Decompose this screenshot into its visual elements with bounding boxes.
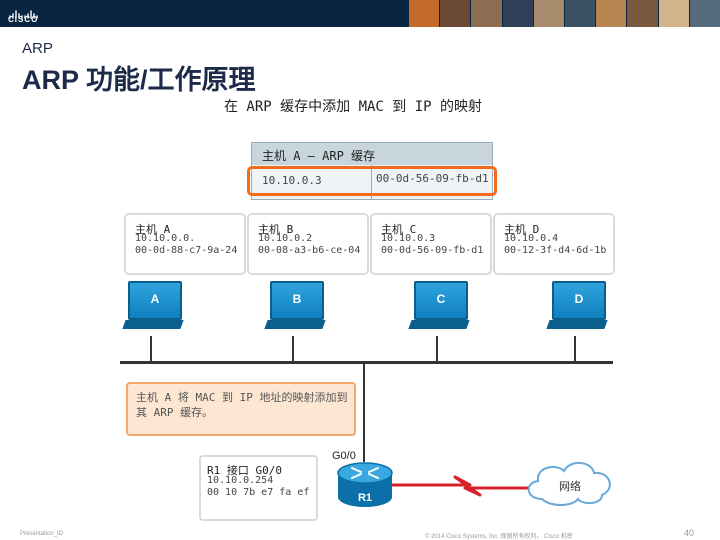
host-mac: 00-0d-88-c7-9a-24 <box>135 245 238 256</box>
wan-link <box>392 475 535 497</box>
host-box-b: 主机 B 10.10.0.2 00-08-a3-b6-ce-04 <box>247 213 369 275</box>
page-title: ARP 功能/工作原理 <box>22 65 256 95</box>
header-photo-strip <box>408 0 720 27</box>
header-photo-tile <box>439 0 471 27</box>
pc-a-link <box>150 336 152 362</box>
network-label: 网络 <box>559 479 581 493</box>
pc-label: A <box>150 292 160 306</box>
arp-cache-title: 主机 A — ARP 缓存 <box>262 149 376 163</box>
header-photo-tile <box>501 0 533 27</box>
arp-cache-mac: 00-0d-56-09-fb-d1 <box>376 172 489 185</box>
header-photo-tile <box>408 0 440 27</box>
header-photo-tile <box>688 0 720 27</box>
header-photo-tile <box>532 0 565 27</box>
arp-cache-header: 主机 A — ARP 缓存 <box>252 143 492 165</box>
pc-c-icon: C <box>408 281 470 339</box>
host-label: 主机 D <box>504 223 540 236</box>
header-photo-tile <box>657 0 689 27</box>
pc-d-link <box>574 336 576 362</box>
footer-presentation-id: Presentation_ID <box>20 531 64 537</box>
pc-d-icon: D <box>546 281 608 339</box>
footer-copyright: © 2014 Cisco Systems, Inc. 保留所有权利。 Cisco… <box>425 534 573 540</box>
pc-b-link <box>292 336 294 362</box>
header-photo-tile <box>626 0 658 27</box>
cisco-logo-icon <box>9 10 38 19</box>
router-ip: 10.10.0.254 <box>207 475 274 486</box>
pc-b-icon: B <box>264 281 326 339</box>
note-text: 主机 A 将 MAC 到 IP 地址的映射添加到其 ARP 缓存。 <box>136 391 348 419</box>
pc-label: B <box>292 292 302 306</box>
host-box-a: 主机 A 10.10.0.0. 00-0d-88-c7-9a-24 <box>124 213 246 275</box>
router-info-title: R1 接口 G0/0 <box>207 464 282 477</box>
header-photo-tile <box>470 0 502 27</box>
header-photo-tile <box>564 0 596 27</box>
router-network-graphic: R1 网络 <box>337 462 611 507</box>
host-label: 主机 B <box>258 223 294 236</box>
router-r1-icon: R1 <box>337 462 393 507</box>
pc-label: C <box>436 292 446 306</box>
section-label: ARP <box>22 40 53 57</box>
router-interface-label: G0/0 <box>332 450 356 462</box>
host-label: 主机 A <box>135 223 171 236</box>
page-number: 40 <box>684 528 695 538</box>
host-mac: 00-12-3f-d4-6d-1b <box>504 245 607 256</box>
arp-cache-highlight <box>247 166 497 196</box>
cisco-logo-text: CISCO <box>8 15 39 24</box>
arp-cache-ip: 10.10.0.3 <box>262 174 322 187</box>
arp-cache-divider <box>371 165 372 199</box>
note-box: 主机 A 将 MAC 到 IP 地址的映射添加到其 ARP 缓存。 <box>126 382 356 436</box>
host-box-c: 主机 C 10.10.0.3 00-0d-56-09-fb-d1 <box>370 213 492 275</box>
host-ip: 10.10.0.4 <box>504 233 559 244</box>
host-ip: 10.10.0.2 <box>258 233 313 244</box>
host-label: 主机 C <box>381 223 417 236</box>
router-mac: 00 10 7b e7 fa ef <box>207 487 310 498</box>
ethernet-bus <box>120 361 613 364</box>
router-link <box>363 363 365 462</box>
pc-label: D <box>574 292 584 306</box>
header-photo-tile <box>595 0 627 27</box>
host-ip: 10.10.0.3 <box>381 233 436 244</box>
pc-c-link <box>436 336 438 362</box>
host-ip: 10.10.0.0. <box>135 233 196 244</box>
diagram-subtitle: 在 ARP 缓存中添加 MAC 到 IP 的映射 <box>224 99 483 115</box>
host-mac: 00-08-a3-b6-ce-04 <box>258 245 361 256</box>
cloud-icon: 网络 <box>527 462 611 506</box>
host-box-d: 主机 D 10.10.0.4 00-12-3f-d4-6d-1b <box>493 213 615 275</box>
host-mac: 00-0d-56-09-fb-d1 <box>381 245 484 256</box>
router-info-box: R1 接口 G0/0 10.10.0.254 00 10 7b e7 fa ef <box>199 455 318 521</box>
arp-cache-table: 主机 A — ARP 缓存 10.10.0.3 00-0d-56-09-fb-d… <box>251 142 493 200</box>
pc-a-icon: A <box>122 281 184 339</box>
router-name: R1 <box>358 492 372 504</box>
